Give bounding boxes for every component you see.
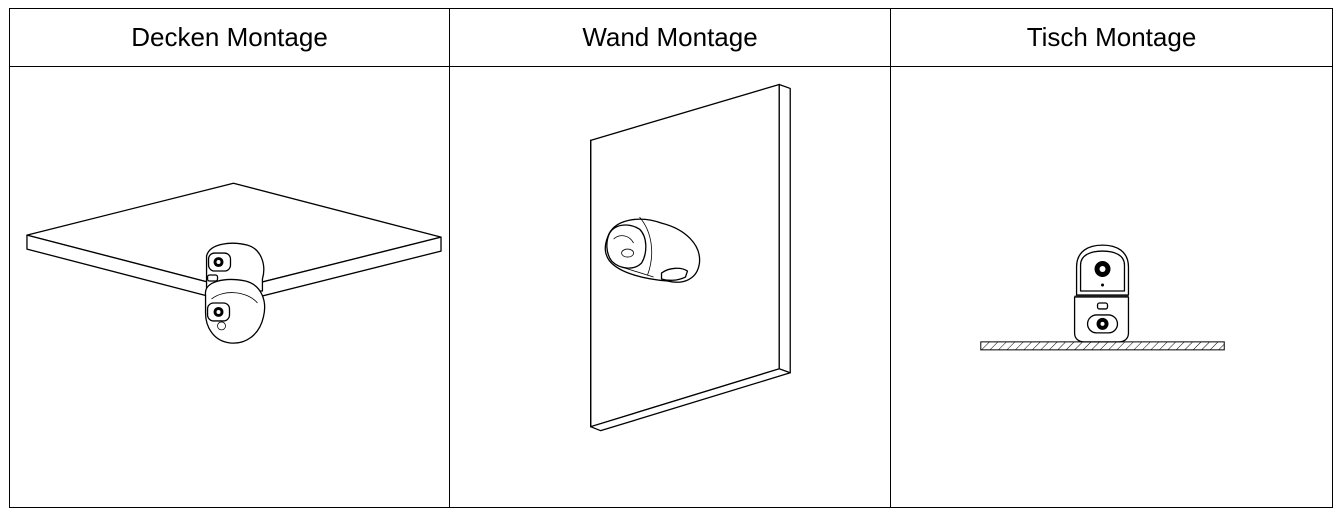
desk-surface [980, 341, 1225, 351]
ceiling-mount-illustration [26, 182, 442, 344]
illustration-row [9, 66, 1333, 508]
desk-mount-illustration [980, 244, 1225, 351]
header-row: Decken Montage Wand Montage Tisch Montag… [9, 8, 1333, 67]
camera-icon [1073, 244, 1130, 343]
cell-wall-mount [449, 66, 891, 508]
cell-ceiling-mount [9, 66, 450, 508]
ceiling-slab [26, 182, 442, 304]
camera-icon [604, 216, 701, 283]
header-ceiling-mount: Decken Montage [9, 8, 450, 67]
header-desk-mount: Tisch Montage [890, 8, 1333, 67]
cell-desk-mount [890, 66, 1333, 508]
camera-icon [204, 242, 266, 344]
wall-mount-illustration [590, 83, 791, 432]
header-wall-mount: Wand Montage [449, 8, 891, 67]
mounting-options-table: Decken Montage Wand Montage Tisch Montag… [9, 8, 1333, 508]
